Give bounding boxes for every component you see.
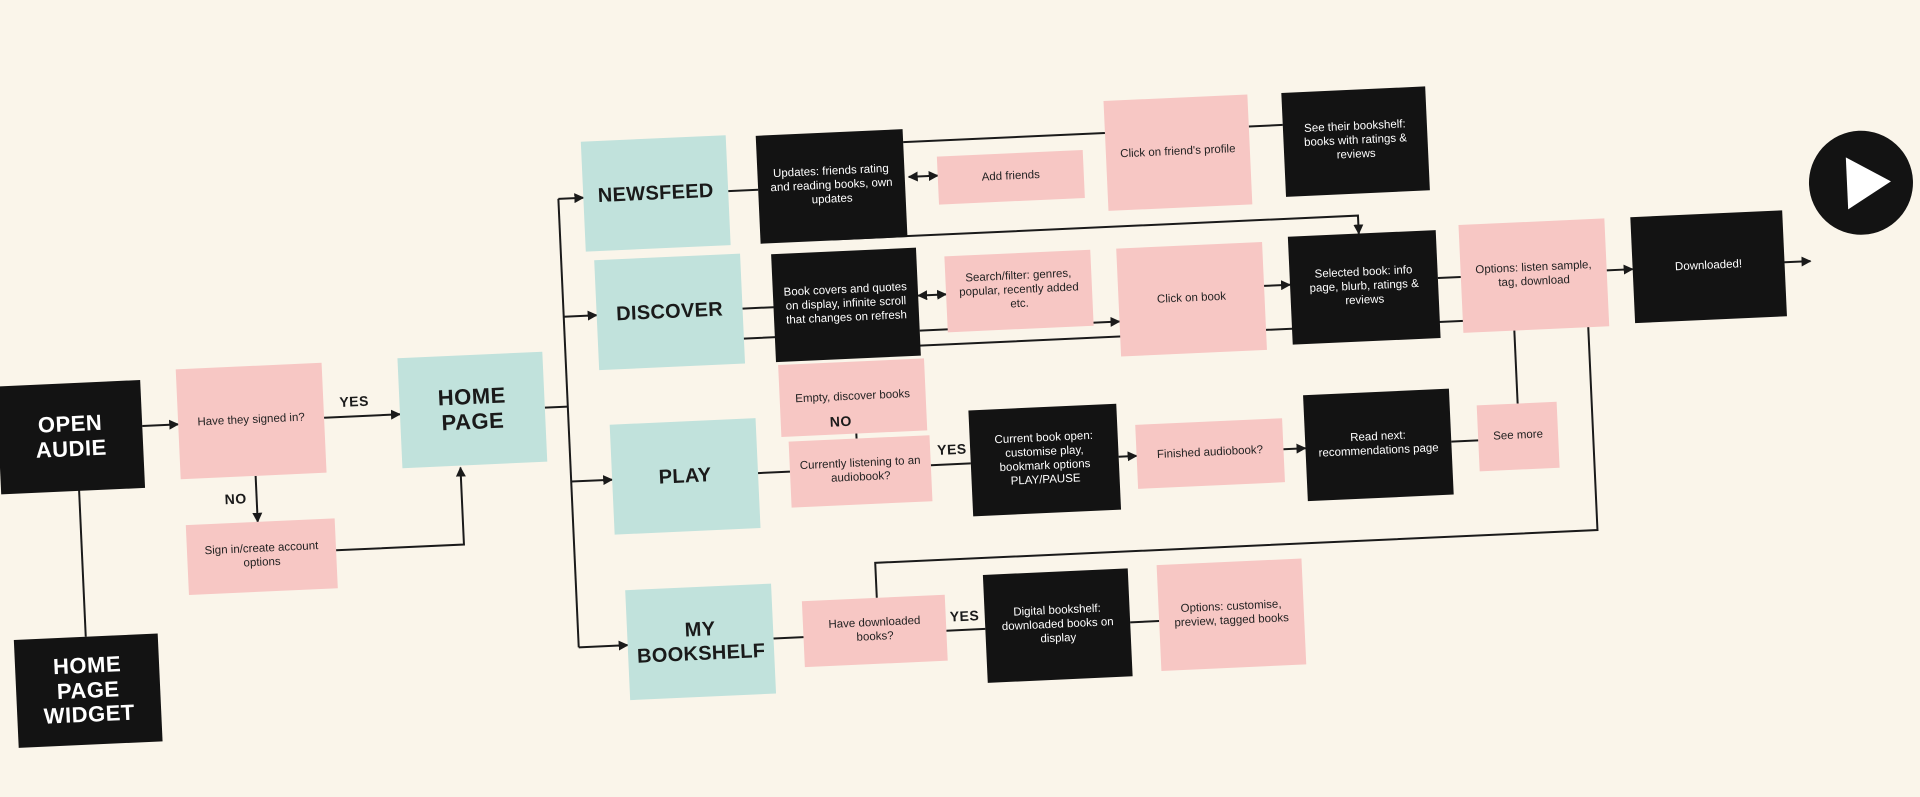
connector-current-finished	[1118, 451, 1138, 462]
connector-open-to-signed	[142, 419, 180, 430]
connector-covers-search	[917, 289, 948, 301]
play-icon	[1806, 128, 1916, 238]
have-downloaded-box: Have downloaded books?	[801, 594, 948, 668]
connector-to-discover	[563, 310, 598, 321]
options-customise-box: Options: customise, preview, tagged book…	[1156, 558, 1307, 671]
connector-downloaded-play	[1784, 256, 1812, 267]
connector-branch-trunk	[557, 198, 580, 648]
connector-to-play	[571, 475, 614, 486]
connector-options-downloaded	[1606, 264, 1634, 275]
home-page-box: HOME PAGE	[397, 351, 548, 469]
connector-newsfeed-updates	[728, 188, 759, 193]
connector-to-newsfeed	[558, 193, 585, 204]
newsfeed-box: NEWSFEED	[580, 135, 731, 252]
connector-finished-readnext	[1283, 443, 1307, 454]
finished-audiobook-box: Finished audiobook?	[1135, 418, 1285, 489]
connector-no-to-signin	[252, 475, 263, 523]
flowchart-canvas: OPEN AUDIE HOME PAGE WIDGET Have they si…	[0, 86, 1916, 748]
signed-in-question-box: Have they signed in?	[175, 362, 327, 480]
connector-listening-current	[930, 462, 971, 467]
connector-bookshelf-downloaded	[773, 636, 804, 640]
search-filter-box: Search/filter: genres, popular, recently…	[944, 249, 1094, 333]
read-next-box: Read next: recommendations page	[1303, 388, 1454, 502]
connector-to-bookshelf	[578, 640, 629, 651]
no-label-listening: NO	[829, 412, 853, 430]
connector-seemore-loop	[1512, 318, 1519, 404]
sign-in-create-box: Sign in/create account options	[185, 518, 338, 596]
connector-selected-options	[1437, 275, 1461, 280]
connector-updates-addfriends	[907, 171, 939, 182]
connector-home-branch	[544, 405, 568, 409]
connector-signin-to-home	[336, 466, 466, 552]
connector-play-listening	[757, 470, 791, 475]
selected-book-box: Selected book: info page, blurb, ratings…	[1287, 230, 1441, 345]
digital-bookshelf-box: Digital bookshelf: downloaded books on d…	[982, 568, 1133, 683]
current-book-open-box: Current book open: customise play, bookm…	[968, 403, 1122, 517]
downloaded-box: Downloaded!	[1630, 210, 1787, 324]
connector-downloaded-digital	[946, 627, 986, 632]
currently-listening-box: Currently listening to an audiobook?	[788, 435, 933, 508]
discover-box: DISCOVER	[594, 253, 746, 371]
yes-label-listening: YES	[936, 440, 967, 458]
options-listen-box: Options: listen sample, tag, download	[1458, 218, 1610, 333]
connector-readnext-seemore	[1451, 439, 1479, 443]
see-more-box: See more	[1476, 401, 1560, 472]
see-bookshelf-box: See their bookshelf: books with ratings …	[1281, 86, 1430, 197]
click-on-book-box: Click on book	[1116, 241, 1267, 357]
click-friend-profile-box: Click on friend's profile	[1103, 94, 1253, 211]
connector-discover-covers	[742, 306, 774, 310]
connector-friendprofile-bookshelf	[1248, 123, 1283, 128]
yes-label-downloaded: YES	[949, 607, 980, 625]
connector-yes-to-home	[324, 409, 401, 420]
book-covers-box: Book covers and quotes on display, infin…	[771, 247, 921, 363]
updates-box: Updates: friends rating and reading book…	[755, 129, 908, 244]
connector-digital-options	[1130, 620, 1160, 624]
connector-updates-friendprofile	[903, 131, 1105, 144]
play-triangle-icon	[1845, 157, 1891, 210]
connector-widget-to-open	[73, 474, 87, 637]
home-page-widget-box: HOME PAGE WIDGET	[13, 633, 163, 748]
empty-discover-box: Empty, discover books	[778, 358, 928, 437]
connector-clickbook-selected	[1264, 280, 1292, 291]
add-friends-box: Add friends	[936, 150, 1085, 205]
play-box: PLAY	[609, 418, 761, 535]
my-bookshelf-box: MY BOOKSHELF	[625, 583, 777, 701]
open-audie-box: OPEN AUDIE	[0, 380, 146, 495]
no-label-signed: NO	[224, 490, 247, 508]
yes-label-signed: YES	[338, 392, 370, 410]
